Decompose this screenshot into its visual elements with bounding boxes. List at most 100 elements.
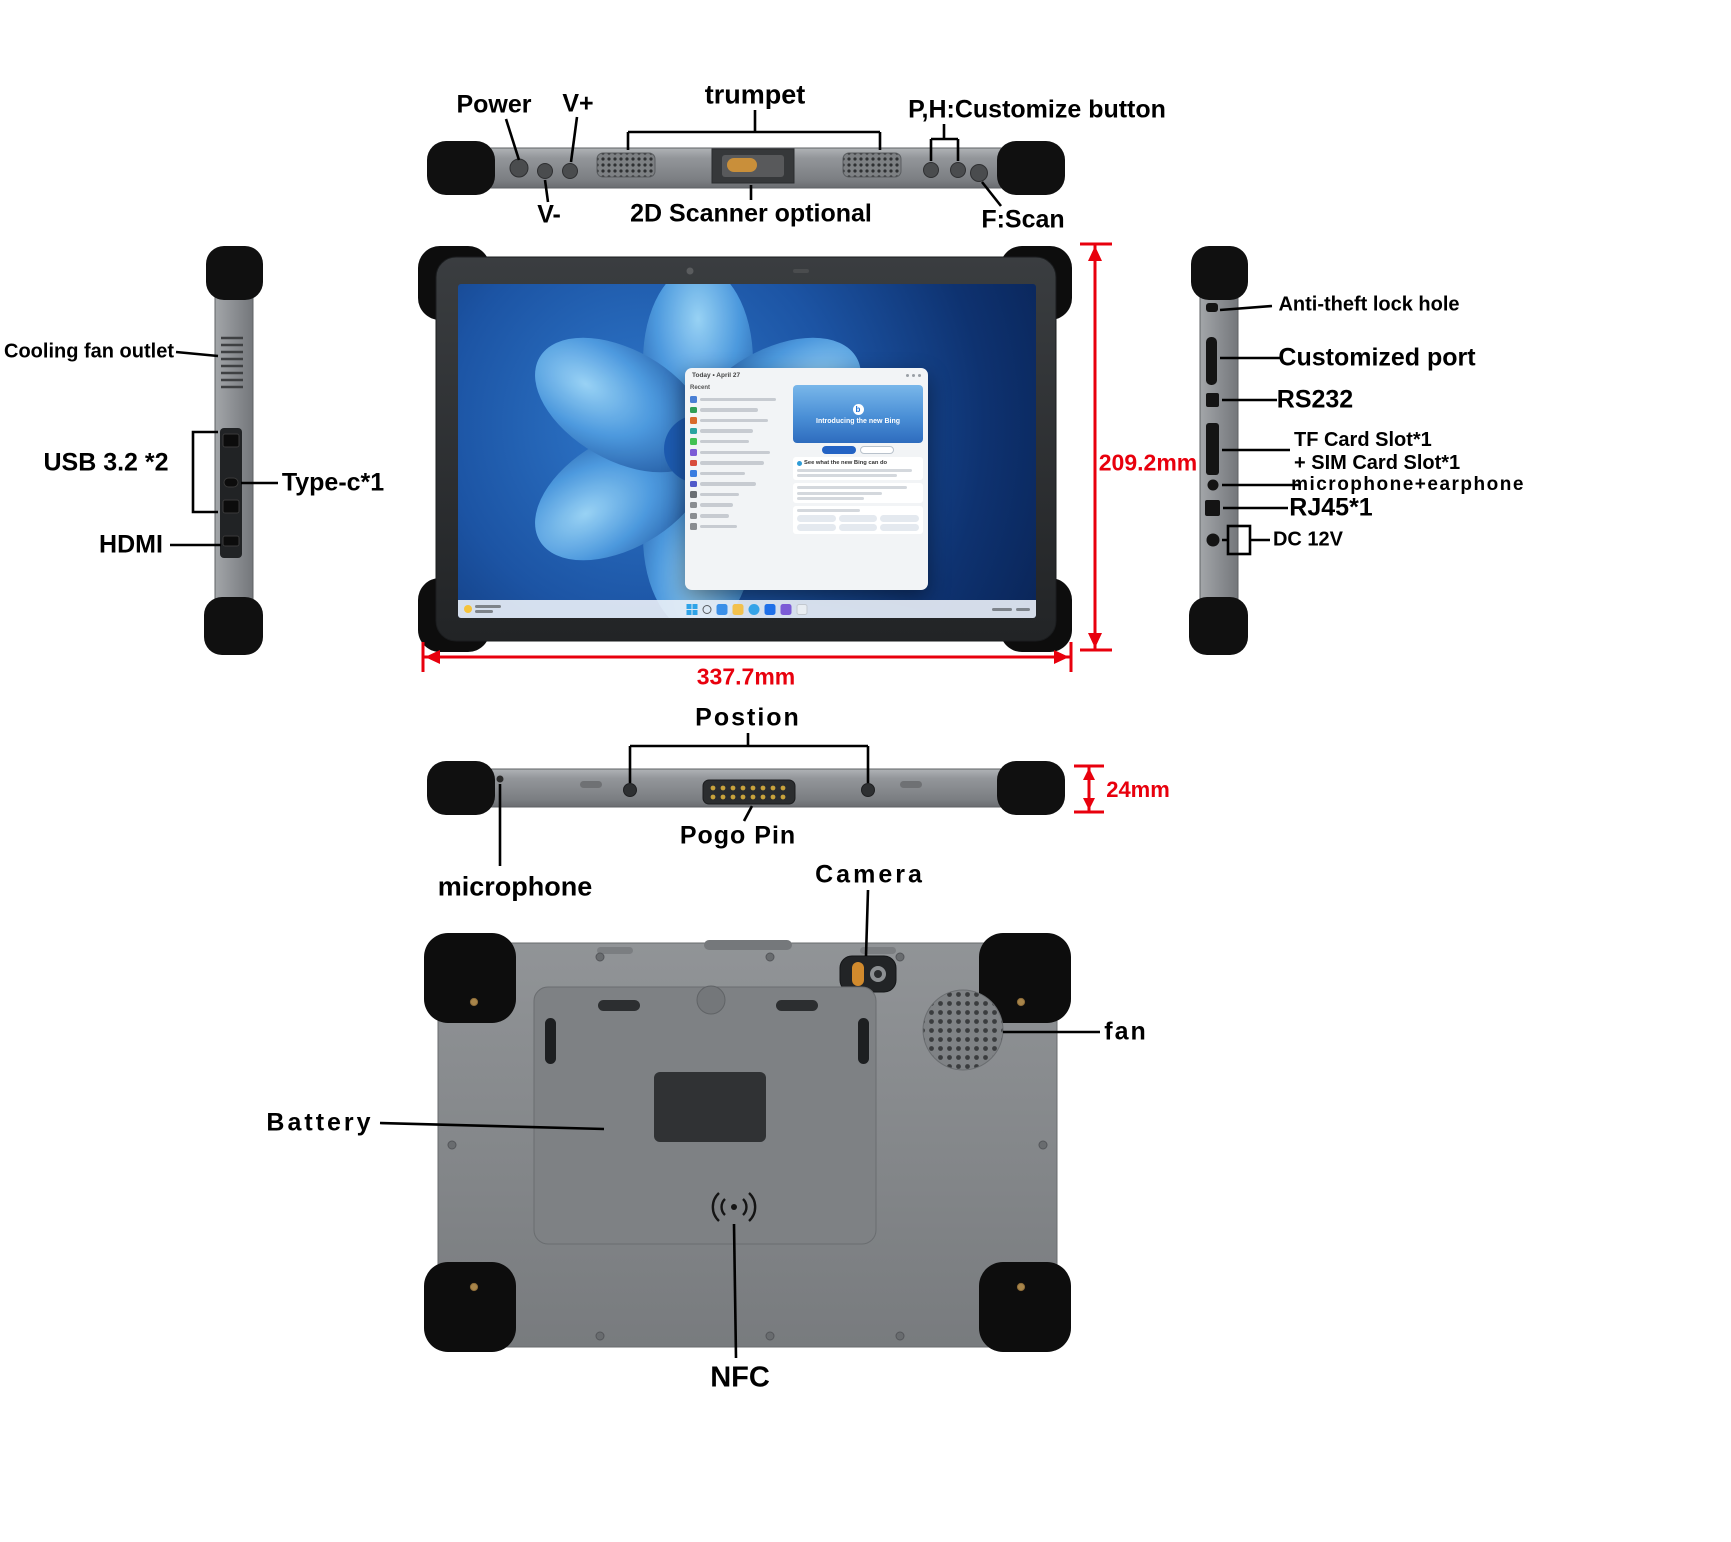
position-hole-left — [623, 783, 637, 797]
battery-cover — [533, 985, 877, 1245]
bing-logo-icon: b — [852, 403, 864, 415]
usb-port-2 — [222, 499, 240, 514]
tf-sim-card-slot — [1206, 423, 1219, 475]
bing-caption: See what the new Bing can do — [804, 460, 888, 466]
primary-button — [822, 446, 856, 454]
dimension-lines — [421, 242, 1112, 814]
list-item — [690, 394, 788, 405]
window-header: Today • April 27 — [685, 368, 928, 383]
trending-pills — [797, 514, 920, 522]
bing-dot-icon — [797, 460, 802, 466]
bing-action-buttons — [793, 446, 923, 454]
top-edge-view — [427, 110, 1065, 207]
list-item — [690, 458, 788, 469]
right-side-view — [1189, 246, 1300, 655]
file-explorer-icon — [732, 603, 744, 615]
tablet-screen: Today • April 27 Recent — [458, 284, 1036, 618]
trumpet-label: trumpet — [704, 79, 806, 110]
list-item — [690, 447, 788, 458]
width-dimension: 337.7mm — [696, 663, 796, 690]
corner-bumper — [424, 1262, 516, 1352]
pogo-pin-connector — [702, 779, 796, 805]
tf-card-label: TF Card Slot*1 — [1294, 429, 1432, 451]
list-item — [690, 500, 788, 511]
corner-bumper — [427, 761, 495, 815]
position-hole-right — [861, 783, 875, 797]
cooling-fan-grille — [221, 336, 243, 389]
corner-bumper — [204, 597, 263, 655]
bing-info-card: See what the new Bing can do — [793, 457, 923, 480]
scanner-label: 2D Scanner optional — [630, 199, 872, 228]
camera-label: Camera — [815, 860, 925, 889]
mic-earphone-label: microphone+earphone — [1291, 474, 1525, 495]
weather-widget — [464, 605, 501, 613]
volume-up-button — [562, 163, 578, 179]
custom-button-h — [950, 162, 966, 178]
nfc-mark — [711, 1192, 757, 1222]
corner-bumper — [997, 761, 1065, 815]
type-c-port — [223, 477, 239, 488]
anti-theft-label: Anti-theft lock hole — [1278, 293, 1460, 316]
photos-icon — [796, 603, 808, 615]
microphone-label: microphone — [437, 871, 593, 902]
bing-panel: b Introducing the new Bing See what the … — [793, 383, 923, 585]
power-label: Power — [456, 90, 532, 119]
bing-intro-window: Today • April 27 Recent — [685, 368, 928, 590]
back-view — [379, 889, 1100, 1359]
corner-bumper — [979, 933, 1071, 1023]
rear-camera — [839, 955, 897, 993]
pogo-pin-label: Pogo Pin — [679, 821, 797, 850]
bottom-edge-view — [427, 733, 1065, 866]
thickness-dimension: 24mm — [1106, 777, 1170, 802]
power-button — [509, 158, 529, 178]
list-item — [690, 479, 788, 490]
secondary-button — [860, 446, 894, 454]
taskbar-icons — [686, 603, 808, 615]
fscan-label: F:Scan — [981, 205, 1065, 234]
label-recess — [654, 1072, 766, 1142]
cooling-fan-label: Cooling fan outlet — [4, 340, 174, 363]
scan-button-f — [970, 164, 988, 182]
customized-port — [1206, 337, 1217, 385]
corner-bumper — [206, 246, 263, 300]
nfc-label: NFC — [710, 1361, 770, 1394]
list-item — [690, 405, 788, 416]
search-icon — [702, 604, 712, 614]
tf-sim-label: TF Card Slot*1 + SIM Card Slot*1 — [1294, 429, 1460, 475]
taskbar — [458, 600, 1036, 618]
scanner-window — [711, 148, 795, 184]
list-item — [690, 511, 788, 522]
corner-bumper — [427, 141, 495, 195]
widgets-icon — [716, 603, 728, 615]
rj45-label: RJ45*1 — [1289, 493, 1373, 522]
microphone-hole — [496, 775, 504, 783]
list-item — [690, 489, 788, 500]
speaker-grille-left — [596, 152, 656, 178]
front-camera — [686, 267, 694, 275]
window-controls — [906, 374, 921, 377]
bing-hero-image: b Introducing the new Bing — [793, 385, 923, 443]
anti-theft-lock-hole — [1206, 303, 1218, 312]
store-icon — [764, 603, 776, 615]
list-item — [690, 415, 788, 426]
list-item — [690, 436, 788, 447]
list-item — [690, 426, 788, 437]
corner-bumper — [1189, 597, 1248, 655]
rs232-port — [1206, 393, 1219, 407]
height-dimension: 209.2mm — [1098, 449, 1198, 476]
light-sensor — [793, 269, 809, 273]
corner-bumper — [979, 1262, 1071, 1352]
position-label: Postion — [695, 703, 801, 732]
custom-button-p — [923, 162, 939, 178]
rj45-port — [1205, 500, 1220, 516]
corner-bumper — [997, 141, 1065, 195]
sim-card-label: + SIM Card Slot*1 — [1294, 452, 1461, 474]
hdmi-label: HDMI — [99, 530, 163, 559]
bing-title: Introducing the new Bing — [816, 417, 900, 425]
list-item — [690, 468, 788, 479]
fan-label: fan — [1104, 1017, 1148, 1046]
corner-bumper — [1191, 246, 1248, 300]
volume-down-label: V- — [537, 200, 561, 229]
screws — [447, 952, 1048, 1341]
